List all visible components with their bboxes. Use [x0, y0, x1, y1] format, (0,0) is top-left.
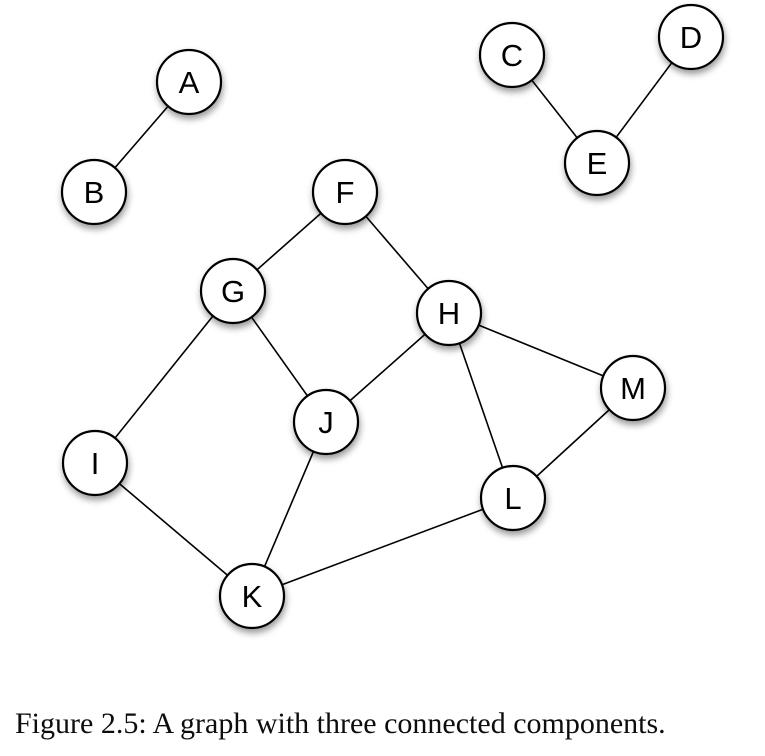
node-label-A: A [179, 65, 200, 100]
node-circle-I [61, 429, 129, 497]
graph-node-A: A [155, 48, 223, 116]
node-circle-M [599, 354, 667, 422]
edges-layer [93, 36, 692, 597]
node-label-B: B [84, 175, 105, 210]
node-circle-J [292, 388, 360, 456]
node-circle-H [415, 279, 483, 347]
node-circle-K [218, 562, 286, 630]
node-label-C: C [501, 38, 523, 73]
graph-node-D: D [657, 3, 725, 71]
node-label-D: D [680, 20, 702, 55]
graph-node-L: L [479, 464, 547, 532]
graph-node-J: J [292, 388, 360, 456]
node-circle-B [60, 158, 128, 226]
graph-edge-K-L [251, 497, 514, 597]
graph-node-M: M [599, 354, 667, 422]
graph-node-H: H [415, 279, 483, 347]
node-circle-C [478, 21, 546, 89]
graph-node-E: E [563, 129, 631, 197]
node-circle-G [199, 257, 267, 325]
node-label-M: M [620, 371, 646, 406]
node-circle-E [563, 129, 631, 197]
graph-node-B: B [60, 158, 128, 226]
node-circle-F [311, 158, 379, 226]
graph-edge-G-I [94, 290, 234, 464]
node-label-J: J [318, 405, 334, 440]
node-label-H: H [438, 296, 460, 331]
node-label-I: I [91, 446, 100, 481]
graph-edge-H-M [448, 312, 634, 389]
node-circle-L [479, 464, 547, 532]
graph-node-K: K [218, 562, 286, 630]
graph-node-G: G [199, 257, 267, 325]
graph-diagram: A B C D E F G H I J K L M [60, 3, 725, 630]
graph-node-C: C [478, 21, 546, 89]
node-label-K: K [242, 579, 263, 614]
node-label-L: L [504, 481, 521, 516]
nodes-layer: A B C D E F G H I J K L M [60, 3, 725, 630]
node-label-G: G [221, 274, 245, 309]
graph-node-I: I [61, 429, 129, 497]
node-circle-D [657, 3, 725, 71]
node-label-E: E [587, 146, 608, 181]
graph-node-F: F [311, 158, 379, 226]
node-label-F: F [336, 175, 355, 210]
figure-caption: Figure 2.5: A graph with three connected… [15, 707, 666, 740]
node-circle-A [155, 48, 223, 116]
graph-edge-I-K [94, 462, 253, 597]
